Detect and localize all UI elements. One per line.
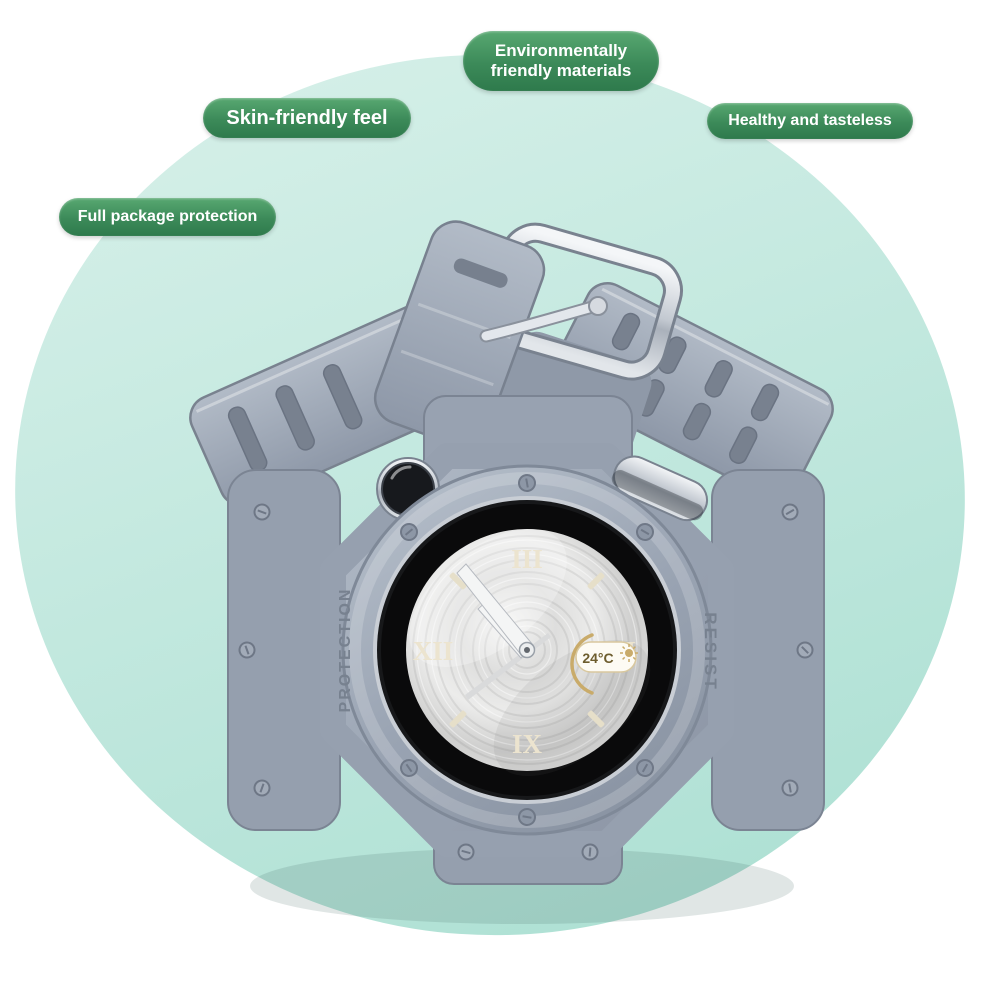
watch-hands (456, 563, 551, 700)
bezel-text-resist: RESIST (701, 612, 720, 691)
numeral-top: III (511, 544, 543, 574)
hands-center-dot (524, 647, 530, 653)
feature-badge-full-protection: Full package protection (59, 198, 276, 236)
strap-holes (227, 364, 363, 472)
feature-badge-environment: Environmentally friendly materials (463, 31, 659, 91)
sun-icon (620, 644, 638, 662)
side-button-right (611, 455, 708, 522)
buckle-prong (479, 296, 608, 343)
bezel-text-protection: PROTECTION (337, 588, 354, 713)
numeral-bottom: IX (512, 729, 543, 759)
strap-right (549, 282, 834, 500)
dial-ticks (449, 572, 605, 728)
feature-badge-healthy: Healthy and tasteless (707, 103, 913, 139)
temperature-label: 24°C (582, 650, 613, 666)
watch-shadow (250, 848, 794, 924)
crescent-icon (570, 633, 594, 695)
feature-badge-skin-friendly: Skin-friendly feel (203, 98, 411, 138)
numeral-left: XII (413, 636, 454, 666)
bezel-screws (400, 474, 654, 826)
temperature-complication: 24°C (570, 633, 638, 695)
lug-screws (238, 503, 814, 861)
